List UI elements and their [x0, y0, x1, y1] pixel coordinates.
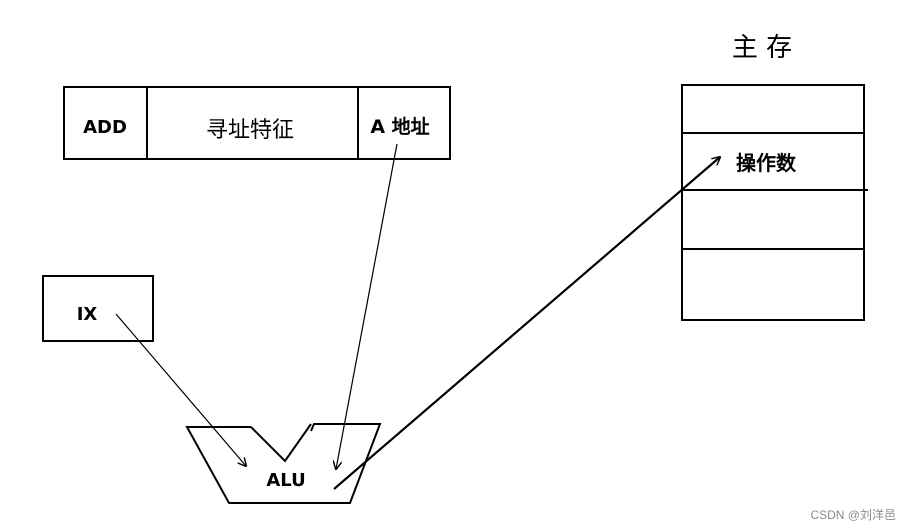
index-register: IX [42, 275, 154, 342]
watermark: CSDN @刘洋邑 [810, 508, 896, 522]
opcode-field: ADD [83, 117, 127, 138]
index-register-frame [42, 275, 154, 342]
instruction-frame [63, 86, 451, 160]
alu-to-operand-arrow [333, 157, 720, 490]
instruction-format: ADD 寻址特征 A 地址 [63, 86, 451, 160]
operand-cell-label: 操作数 [736, 151, 797, 175]
alu: ALU [185, 423, 382, 504]
address-to-alu-arrow [336, 143, 398, 469]
main-memory: 操作数 [681, 84, 868, 321]
alu-label: ALU [266, 470, 305, 491]
alu-notch [250, 423, 312, 463]
main-memory-frame [681, 84, 865, 321]
ix-to-alu-arrow [115, 313, 246, 466]
alu-outline [185, 423, 382, 504]
addressing-mode-field: 寻址特征 [206, 118, 294, 143]
index-register-label: IX [77, 304, 98, 325]
address-field: A 地址 [370, 115, 429, 138]
main-memory-title: 主 存 [732, 33, 792, 63]
